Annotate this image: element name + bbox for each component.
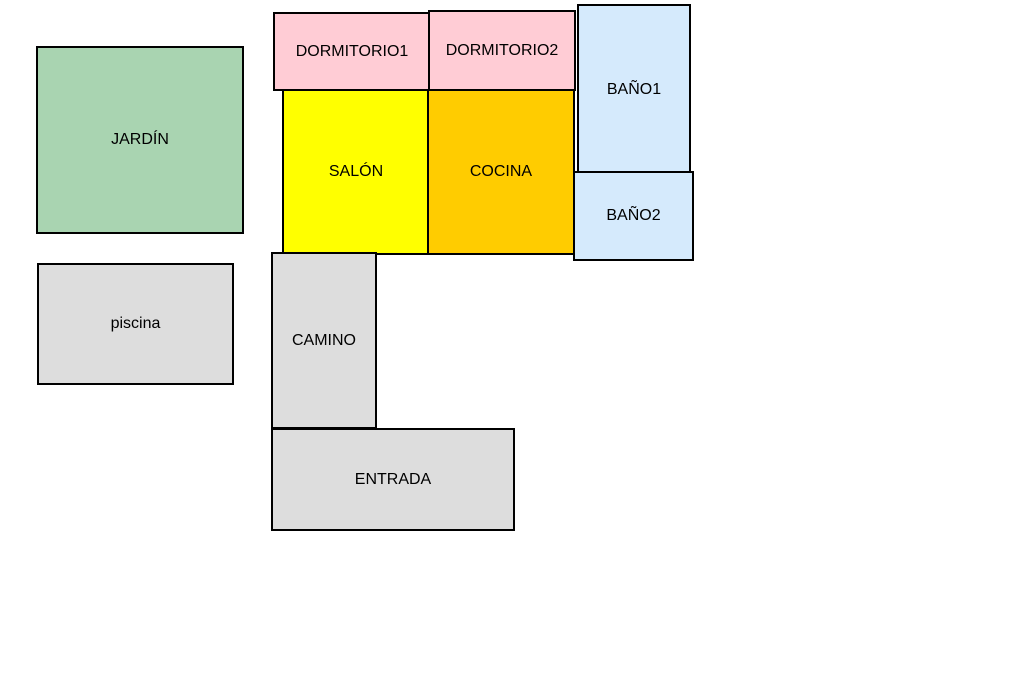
room-camino: CAMINO [271,252,377,429]
room-jardin-label: JARDÍN [111,131,169,148]
room-dormitorio2-label: DORMITORIO2 [445,41,559,59]
room-piscina-label: piscina [110,315,161,332]
room-dormitorio2: DORMITORIO2 [428,10,576,91]
room-salon: SALÓN [282,89,430,255]
room-cocina: COCINA [427,89,575,255]
room-dormitorio1-label: DORMITORIO1 [295,42,409,60]
room-entrada: ENTRADA [271,428,515,531]
room-salon-label: SALÓN [328,163,384,180]
room-jardin: JARDÍN [36,46,244,234]
room-bano2: BAÑO2 [573,171,694,261]
room-bano2-label: BAÑO2 [606,207,661,224]
room-dormitorio1: DORMITORIO1 [273,12,431,91]
room-piscina: piscina [37,263,234,385]
room-bano1: BAÑO1 [577,4,691,175]
room-cocina-label: COCINA [469,163,533,180]
room-bano1-label: BAÑO1 [606,80,662,98]
room-entrada-label: ENTRADA [354,470,432,488]
room-camino-label: CAMINO [292,331,356,349]
